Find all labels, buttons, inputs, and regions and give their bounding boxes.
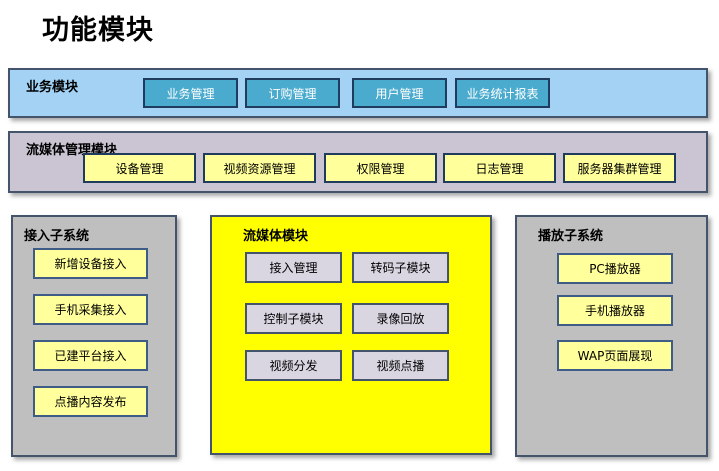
device-mgmt-button: 设备管理 (83, 153, 196, 183)
transcode-submodule-button: 转码子模块 (352, 252, 449, 283)
pc-player-button: PC播放器 (557, 253, 673, 284)
media-mgmt-module-panel: 流媒体管理模块 设备管理 视频资源管理 权限管理 日志管理 服务器集群管理 (8, 131, 708, 193)
mobile-player-button: 手机播放器 (557, 295, 673, 326)
vod-content-publish-button: 点播内容发布 (33, 386, 148, 417)
business-mgmt-button: 业务管理 (143, 78, 238, 108)
recording-playback-button: 录像回放 (352, 303, 449, 334)
user-mgmt-button: 用户管理 (352, 78, 447, 108)
player-subsystem-panel: 播放子系统 PC播放器 手机播放器 WAP页面展现 (515, 215, 708, 457)
mobile-capture-access-button: 手机采集接入 (33, 294, 148, 325)
access-subsystem-label: 接入子系统 (24, 229, 90, 244)
access-mgmt-button: 接入管理 (245, 252, 342, 283)
permission-mgmt-button: 权限管理 (324, 153, 437, 183)
video-distribution-button: 视频分发 (245, 350, 342, 381)
media-module-label: 流媒体模块 (243, 229, 309, 244)
server-cluster-mgmt-button: 服务器集群管理 (563, 153, 676, 183)
order-mgmt-button: 订购管理 (245, 78, 340, 108)
log-mgmt-button: 日志管理 (443, 153, 556, 183)
business-module-panel: 业务模块 业务管理 订购管理 用户管理 业务统计报表 (8, 68, 708, 118)
player-subsystem-label: 播放子系统 (538, 229, 604, 244)
new-device-access-button: 新增设备接入 (33, 248, 148, 279)
existing-platform-access-button: 已建平台接入 (33, 340, 148, 371)
wap-page-button: WAP页面展现 (557, 340, 673, 371)
business-stats-report-button: 业务统计报表 (455, 78, 550, 108)
control-submodule-button: 控制子模块 (245, 303, 342, 334)
video-on-demand-button: 视频点播 (352, 350, 449, 381)
access-subsystem-panel: 接入子系统 新增设备接入 手机采集接入 已建平台接入 点播内容发布 (11, 215, 177, 457)
page-title: 功能模块 (42, 15, 154, 46)
business-module-label: 业务模块 (26, 80, 79, 95)
video-resource-mgmt-button: 视频资源管理 (203, 153, 316, 183)
media-module-panel: 流媒体模块 接入管理 转码子模块 控制子模块 录像回放 视频分发 视频点播 (210, 215, 492, 455)
